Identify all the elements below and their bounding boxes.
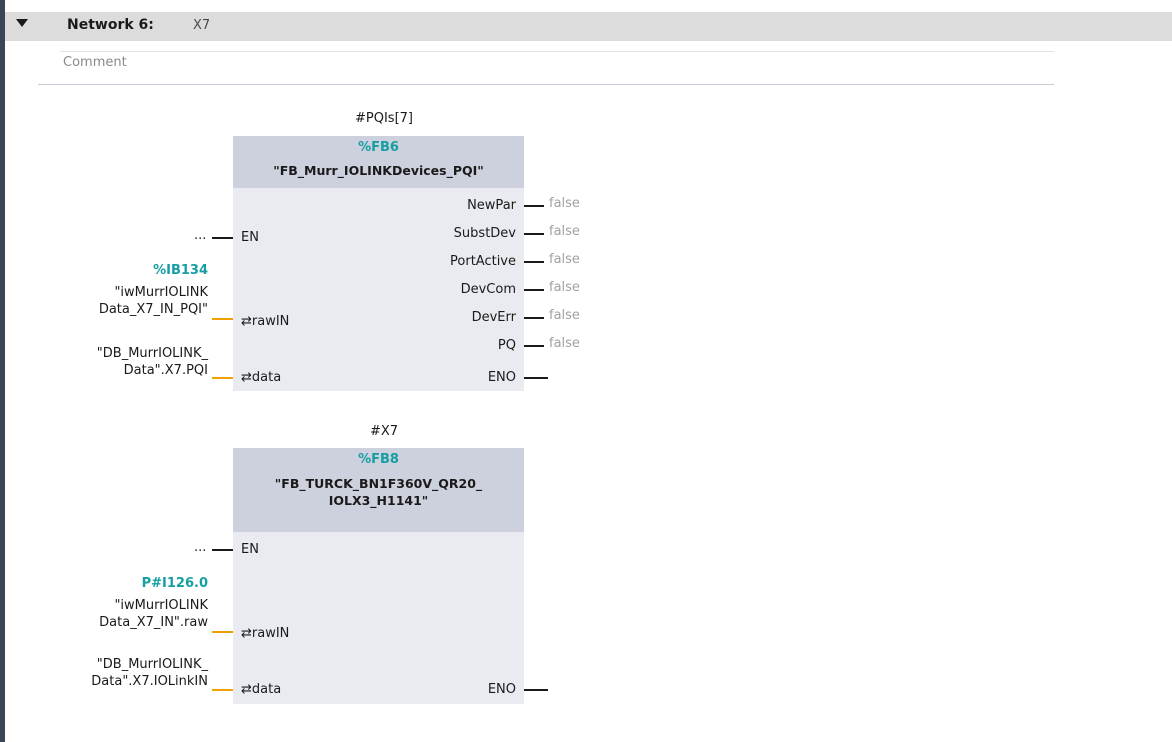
- block1-pin-deverr[interactable]: DevErr: [471, 310, 516, 325]
- block1-data-operand-line2: Data".X7.PQI: [123, 363, 208, 378]
- block2-en-wire: [212, 549, 233, 551]
- block2-rawin-operand-line2: Data_X7_IN".raw: [99, 615, 208, 630]
- block2-data-wire: [212, 689, 233, 691]
- block1-instance-db[interactable]: #PQIs[7]: [355, 111, 413, 126]
- network-name[interactable]: X7: [193, 18, 211, 33]
- block1-fb-name: "FB_Murr_IOLINKDevices_PQI": [273, 163, 484, 178]
- block1-en-operand[interactable]: ...: [194, 228, 207, 243]
- block1-substdev-wire: [524, 233, 544, 235]
- block1-pin-portactive[interactable]: PortActive: [450, 254, 516, 269]
- block1-pin-pq[interactable]: PQ: [497, 338, 516, 353]
- block1-rawin-operand-line2: Data_X7_IN_PQI": [98, 302, 208, 317]
- block1-portactive-value: false: [549, 252, 580, 267]
- block1-pin-substdev[interactable]: SubstDev: [453, 226, 516, 241]
- network-comment-field[interactable]: Comment: [60, 51, 1054, 80]
- block1-newpar-value: false: [549, 196, 580, 211]
- block2-fb-name-line2: IOLX3_H1141": [328, 493, 429, 508]
- block1-deverr-value: false: [549, 308, 580, 323]
- block1-pin-data[interactable]: ⇄data: [241, 370, 282, 385]
- network-title: Network 6:: [67, 17, 154, 33]
- block2-rawin-wire: [212, 631, 233, 633]
- block1-en-wire: [212, 237, 233, 239]
- block1-deverr-wire: [524, 317, 544, 319]
- block1-rawin-address: %IB134: [153, 263, 208, 278]
- block1-pq-value: false: [549, 336, 580, 351]
- block1-pin-rawin[interactable]: ⇄rawIN: [241, 314, 290, 329]
- block2-en-operand[interactable]: ...: [194, 540, 207, 555]
- block2-pin-rawin[interactable]: ⇄rawIN: [241, 626, 290, 641]
- block1-portactive-wire: [524, 261, 544, 263]
- block2-instance-db[interactable]: #X7: [369, 424, 399, 439]
- block2-data-operand-line1: "DB_MurrIOLINK_: [96, 657, 208, 672]
- block1-rawin-wire: [212, 318, 233, 320]
- block1-function-block[interactable]: %FB6 "FB_Murr_IOLINKDevices_PQI" EN ⇄raw…: [233, 136, 524, 391]
- block2-rawin-address: P#I126.0: [141, 576, 208, 591]
- block1-data-operand-line1: "DB_MurrIOLINK_: [96, 346, 208, 361]
- block2-eno-wire: [524, 689, 548, 691]
- block2-data-operand[interactable]: "DB_MurrIOLINK_ Data".X7.IOLinkIN: [30, 656, 208, 690]
- block1-pin-newpar[interactable]: NewPar: [467, 198, 516, 213]
- block2-pin-en[interactable]: EN: [241, 542, 259, 557]
- block1-data-operand[interactable]: "DB_MurrIOLINK_ Data".X7.PQI: [30, 345, 208, 379]
- block1-devcom-wire: [524, 289, 544, 291]
- block2-data-operand-line2: Data".X7.IOLinkIN: [91, 674, 208, 689]
- block1-rawin-operand-line1: "iwMurrIOLINK: [114, 285, 208, 300]
- block1-header: %FB6 "FB_Murr_IOLINKDevices_PQI": [233, 136, 524, 188]
- collapse-triangle-icon[interactable]: [16, 19, 28, 27]
- block2-function-block[interactable]: %FB8 "FB_TURCK_BN1F360V_QR20_ IOLX3_H114…: [233, 448, 524, 704]
- network-header[interactable]: Network 6: X7: [5, 12, 1172, 41]
- block2-header: %FB8 "FB_TURCK_BN1F360V_QR20_ IOLX3_H114…: [233, 448, 524, 532]
- block1-substdev-value: false: [549, 224, 580, 239]
- block2-pin-data[interactable]: ⇄data: [241, 682, 282, 697]
- block1-newpar-wire: [524, 205, 544, 207]
- block2-fb-name-line1: "FB_TURCK_BN1F360V_QR20_: [274, 476, 483, 491]
- block1-pin-en[interactable]: EN: [241, 230, 259, 245]
- comment-placeholder: Comment: [63, 55, 127, 70]
- block1-pq-wire: [524, 345, 544, 347]
- block1-pin-eno[interactable]: ENO: [487, 370, 516, 385]
- block1-data-wire: [212, 377, 233, 379]
- editor-left-border: [0, 0, 5, 742]
- block1-eno-wire: [524, 377, 548, 379]
- block1-pin-devcom[interactable]: DevCom: [460, 282, 516, 297]
- block1-fb-number: %FB6: [358, 140, 399, 155]
- block2-pin-eno[interactable]: ENO: [487, 682, 516, 697]
- block2-rawin-operand-line1: "iwMurrIOLINK: [114, 598, 208, 613]
- block2-fb-number: %FB8: [358, 452, 399, 467]
- block2-rawin-operand[interactable]: "iwMurrIOLINK Data_X7_IN".raw: [40, 597, 208, 631]
- block1-rawin-operand[interactable]: "iwMurrIOLINK Data_X7_IN_PQI": [40, 284, 208, 318]
- network-divider: [38, 84, 1054, 85]
- block1-devcom-value: false: [549, 280, 580, 295]
